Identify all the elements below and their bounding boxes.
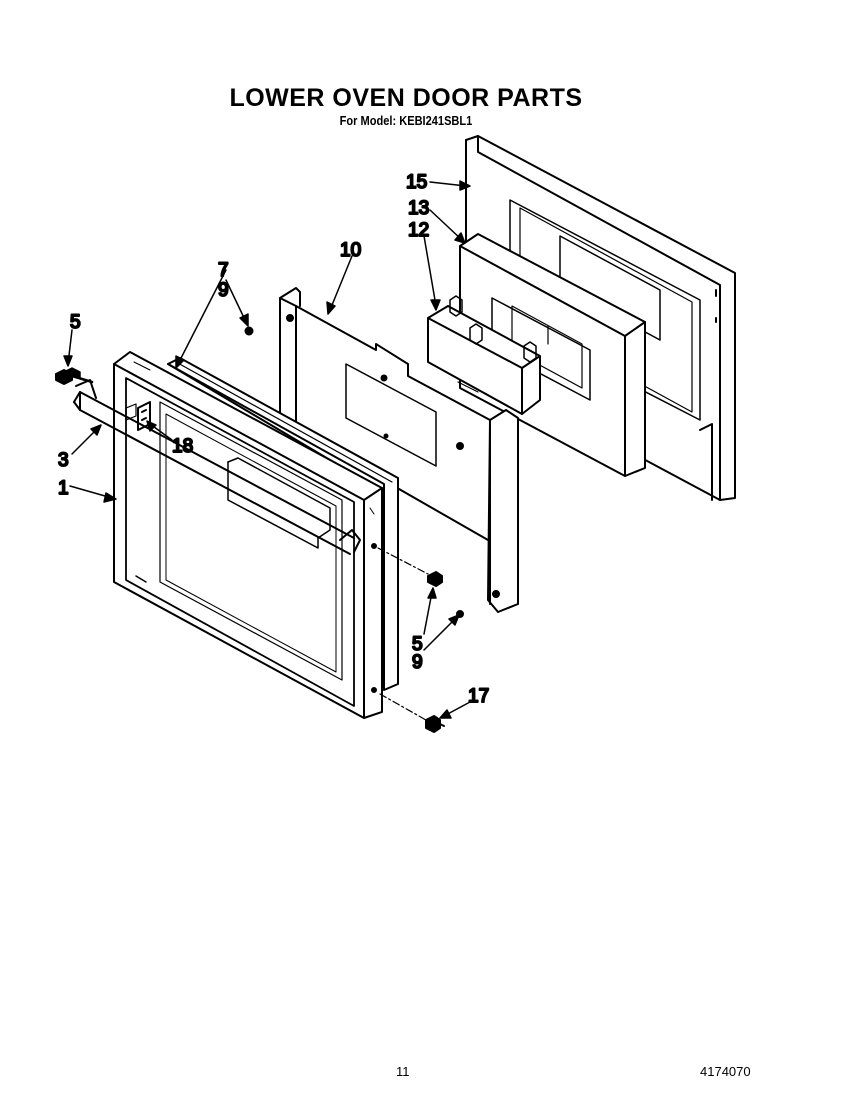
document-number: 4174070 [700, 1064, 751, 1079]
callout-15: 15 [406, 172, 427, 193]
callout-1: 1 [58, 478, 69, 499]
callout-5-top: 5 [70, 312, 81, 333]
callout-3: 3 [58, 450, 69, 471]
callout-18: 18 [172, 436, 193, 457]
part-12-insulation-block [427, 295, 541, 415]
callout-13: 13 [408, 198, 429, 219]
part-10-middle-panel [279, 287, 519, 613]
page-number: 11 [396, 1064, 410, 1079]
callout-17: 17 [468, 686, 489, 707]
callout-10: 10 [340, 240, 361, 261]
part-5-screws-left [55, 367, 94, 385]
callout-5-bottom: 5 [412, 634, 423, 655]
part-9-washer-top [244, 326, 254, 336]
callout-12: 12 [408, 220, 429, 241]
part-5-screw-right [427, 571, 443, 587]
part-13-inner-liner [459, 233, 646, 477]
part-17-screw [425, 715, 445, 733]
part-1-outer-door-frame [113, 351, 383, 719]
callout-leaders [63, 180, 471, 719]
page-title: LOWER OVEN DOOR PARTS [229, 84, 583, 112]
part-3-door-handle [73, 379, 361, 555]
assembly-lines [377, 547, 429, 721]
model-subtitle: For Model: KEBI241SBL1 [339, 113, 473, 128]
callout-9-bottom: 9 [412, 652, 423, 673]
callout-9-top: 9 [218, 280, 229, 301]
callout-7: 7 [218, 260, 229, 281]
